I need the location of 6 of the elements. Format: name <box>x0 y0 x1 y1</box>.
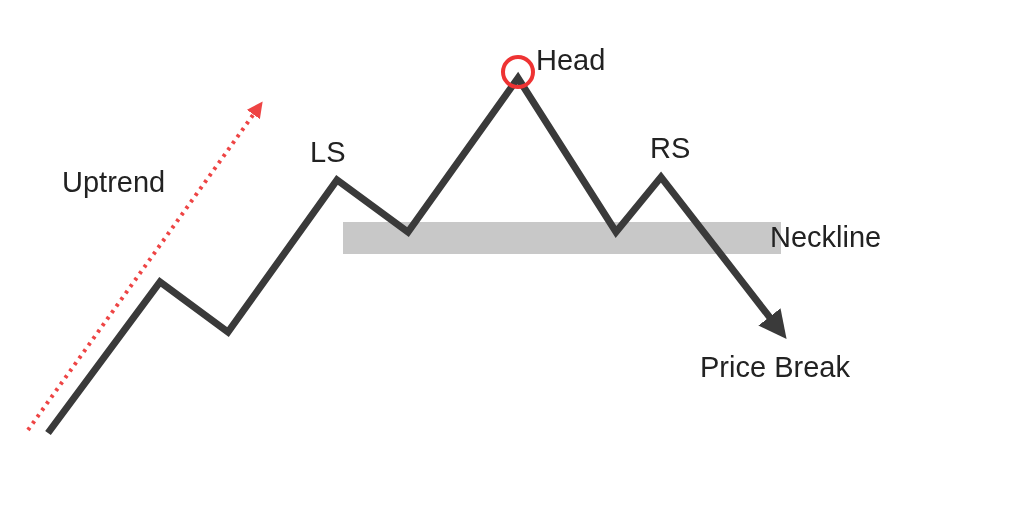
left-shoulder-label: LS <box>310 138 346 167</box>
head-label: Head <box>536 46 606 75</box>
price-break-label: Price Break <box>700 353 850 382</box>
right-shoulder-label: RS <box>650 134 691 163</box>
uptrend-label: Uptrend <box>62 168 166 197</box>
neckline-label: Neckline <box>770 223 882 252</box>
